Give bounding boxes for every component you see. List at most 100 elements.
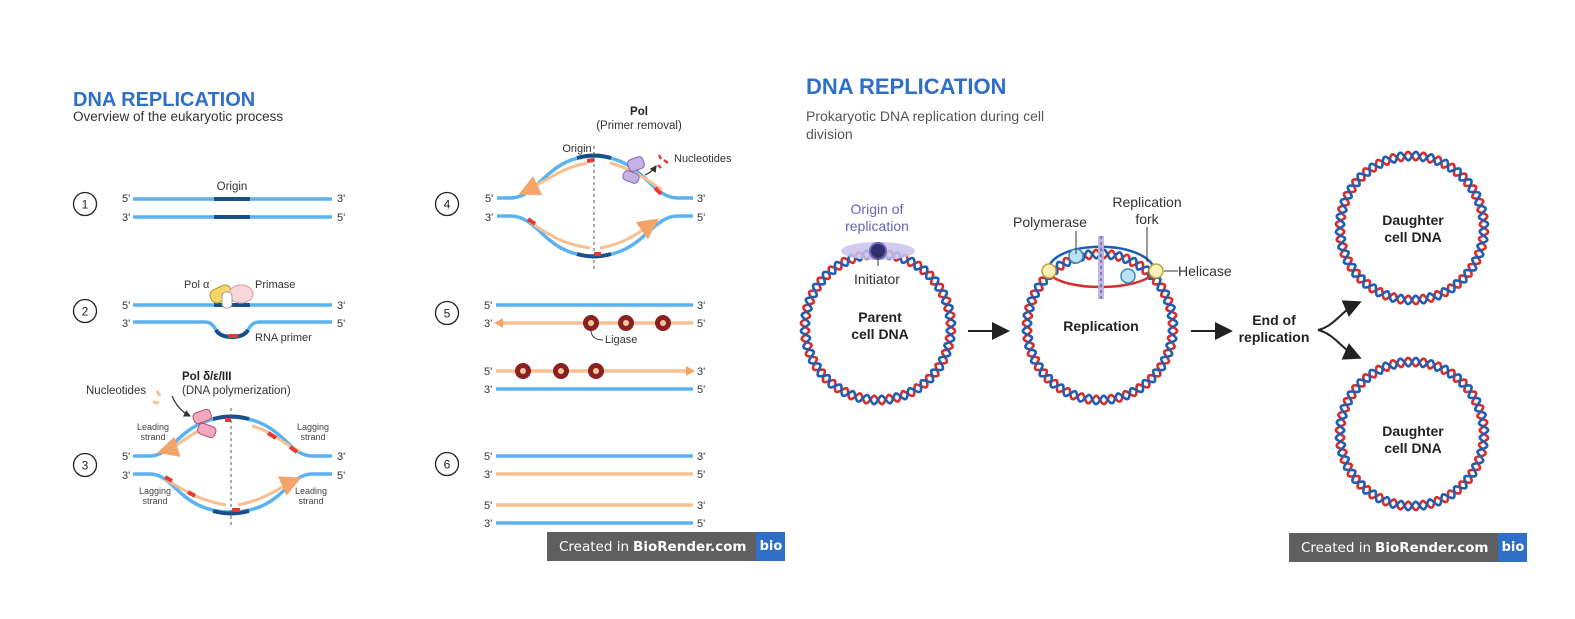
step-3-leading-strand-bottom bbox=[237, 476, 302, 507]
step-1-five-prime-bottom: 5' bbox=[337, 212, 345, 224]
step-3-five-prime-top: 5' bbox=[122, 451, 130, 463]
lagging-strand-bottom-label-2: strand bbox=[142, 496, 167, 506]
parent-label-line-2: cell DNA bbox=[851, 326, 909, 342]
step-6-three-prime-d: 3' bbox=[697, 500, 705, 512]
helix-ring bbox=[1021, 248, 1179, 406]
step-3-five-prime-bottom: 5' bbox=[337, 470, 345, 482]
pol-alpha-label: Pol α bbox=[184, 279, 210, 291]
step-1-number: 1 bbox=[82, 198, 89, 212]
step-3-primer-4 bbox=[164, 475, 173, 483]
step-1-badge bbox=[72, 191, 98, 217]
step-5-five-prime-a: 5' bbox=[484, 300, 492, 312]
step-6-badge bbox=[434, 451, 460, 477]
step-4-origin-label: Origin bbox=[562, 143, 591, 155]
step-6-five-prime-c: 5' bbox=[484, 500, 492, 512]
step-5-five-prime-b: 5' bbox=[697, 318, 705, 330]
step-4-five-prime-top: 5' bbox=[485, 193, 493, 205]
left-panel-eukaryotic: DNA REPLICATION Overview of the eukaryot… bbox=[72, 89, 732, 530]
helix-strand-blue bbox=[1334, 356, 1490, 512]
step-5-new-strand-b-arrow bbox=[686, 366, 695, 376]
lagging-strand-bottom-label-1: Lagging bbox=[139, 486, 171, 496]
step-5-five-prime-c: 5' bbox=[484, 366, 492, 378]
fork-label-line-2: fork bbox=[1135, 211, 1159, 227]
pol-delta-icon bbox=[192, 408, 212, 425]
helix-ring bbox=[1334, 150, 1490, 306]
biorender-watermark-right[interactable]: Created in BioRender.com bio bbox=[1289, 533, 1528, 562]
pol-delta-label: Pol δ/ε/III bbox=[182, 371, 232, 383]
step-2-badge bbox=[72, 298, 98, 324]
step-6-number: 6 bbox=[444, 458, 451, 472]
step-1-three-prime-top: 3' bbox=[337, 193, 345, 205]
left-title: DNA REPLICATION bbox=[73, 89, 255, 111]
step-4-primer-3 bbox=[526, 217, 537, 226]
step-4-nucleotide-arrow bbox=[644, 165, 657, 176]
end-label-line-2: replication bbox=[1239, 329, 1310, 345]
step-6-three-prime-c: 3' bbox=[484, 518, 492, 530]
watermark-prefix: Created in bbox=[559, 538, 630, 555]
daughter-top-label-line-2: cell DNA bbox=[1384, 229, 1442, 245]
helicase-right-icon bbox=[1148, 263, 1164, 279]
right-panel-prokaryotic: DNA REPLICATION Prokaryotic DNA replicat… bbox=[799, 74, 1490, 512]
watermark-brand: BioRender.com bbox=[1375, 539, 1489, 556]
watermark-prefix: Created in bbox=[1301, 539, 1372, 556]
step-6-five-prime-a: 5' bbox=[484, 451, 492, 463]
step-4-primer-1 bbox=[586, 158, 595, 163]
pol-primer-removal-label: Pol bbox=[630, 106, 648, 118]
daughter-cell-dna-top: Daughter cell DNA bbox=[1334, 150, 1490, 306]
ligase-pointer bbox=[590, 330, 604, 341]
step-1-three-prime-bottom: 3' bbox=[122, 212, 130, 224]
step-4-nucleotides-label: Nucleotides bbox=[674, 153, 732, 165]
step-1-five-prime-top: 5' bbox=[122, 193, 130, 205]
pol-epsilon-icon bbox=[197, 422, 217, 439]
helicase-label: Helicase bbox=[1178, 263, 1232, 279]
replication-label: Replication bbox=[1063, 318, 1138, 334]
step-4-nucleotide-1 bbox=[657, 154, 663, 160]
step-5-badge bbox=[434, 300, 460, 326]
step-6-three-prime-a: 3' bbox=[484, 469, 492, 481]
biorender-watermark-left[interactable]: Created in BioRender.com bio bbox=[547, 532, 786, 561]
step-5-three-prime-d: 3' bbox=[697, 366, 705, 378]
step-3-badge bbox=[72, 452, 98, 478]
primase-label: Primase bbox=[255, 279, 295, 291]
watermark-text: Created in BioRender.com bbox=[1289, 533, 1499, 562]
step-3-origin-bottom bbox=[212, 509, 250, 516]
primase-complex-icon bbox=[221, 291, 233, 309]
step-5-number: 5 bbox=[444, 307, 451, 321]
step-6: 6 5' 3' 3' 5' 5' 3' 3' 5' bbox=[434, 451, 705, 530]
step-2-three-prime-top: 3' bbox=[337, 300, 345, 312]
helix-strand-blue bbox=[1021, 248, 1179, 406]
step-4-number: 4 bbox=[444, 198, 451, 212]
lagging-strand-top-label-1: Lagging bbox=[297, 422, 329, 432]
step-4-new-strand-bottom-left bbox=[529, 220, 591, 250]
step-3: 3 5' 3' 3' 5' Pol δ/ε/III bbox=[72, 371, 345, 528]
step-3-number: 3 bbox=[82, 459, 89, 473]
daughter-bottom-label-line-2: cell DNA bbox=[1384, 440, 1442, 456]
helix-ring bbox=[1334, 356, 1490, 512]
step-4-new-strand-bottom-right bbox=[599, 218, 659, 250]
initiator-label: Initiator bbox=[854, 271, 900, 287]
daughter-bottom-label-line-1: Daughter bbox=[1382, 423, 1444, 439]
step-4-new-strand-top-left bbox=[518, 161, 588, 196]
arrow-to-daughter-top bbox=[1317, 300, 1362, 331]
end-label-line-1: End of bbox=[1252, 312, 1296, 328]
ligase-label: Ligase bbox=[605, 334, 637, 346]
origin-label-line-1: Origin of bbox=[851, 201, 904, 217]
leading-strand-top-label-2: strand bbox=[140, 432, 165, 442]
step-3-primer-3 bbox=[288, 445, 299, 454]
step-3-lagging-strand-bottom bbox=[164, 477, 227, 507]
helix-ring bbox=[799, 248, 957, 406]
origin-label-line-2: replication bbox=[845, 218, 909, 234]
pol-delta-sublabel: (DNA polymerization) bbox=[182, 385, 291, 397]
daughter-top-label-line-1: Daughter bbox=[1382, 212, 1444, 228]
step-4-three-prime-bottom: 3' bbox=[485, 212, 493, 224]
step-1-origin-label: Origin bbox=[217, 181, 248, 193]
step-4-nucleotide-3 bbox=[657, 164, 662, 169]
fork-label-line-1: Replication bbox=[1112, 194, 1181, 210]
leading-strand-top-label-1: Leading bbox=[137, 422, 169, 432]
daughter-cell-dna-bottom: Daughter cell DNA bbox=[1334, 356, 1490, 512]
step-5-three-prime-a: 3' bbox=[484, 318, 492, 330]
helix-strand-blue bbox=[799, 248, 957, 406]
right-subtitle-line-1: Prokaryotic DNA replication during cell bbox=[806, 108, 1044, 124]
step-4: 4 5' 3' 3' 5' Pol (Primer remov bbox=[434, 106, 732, 270]
